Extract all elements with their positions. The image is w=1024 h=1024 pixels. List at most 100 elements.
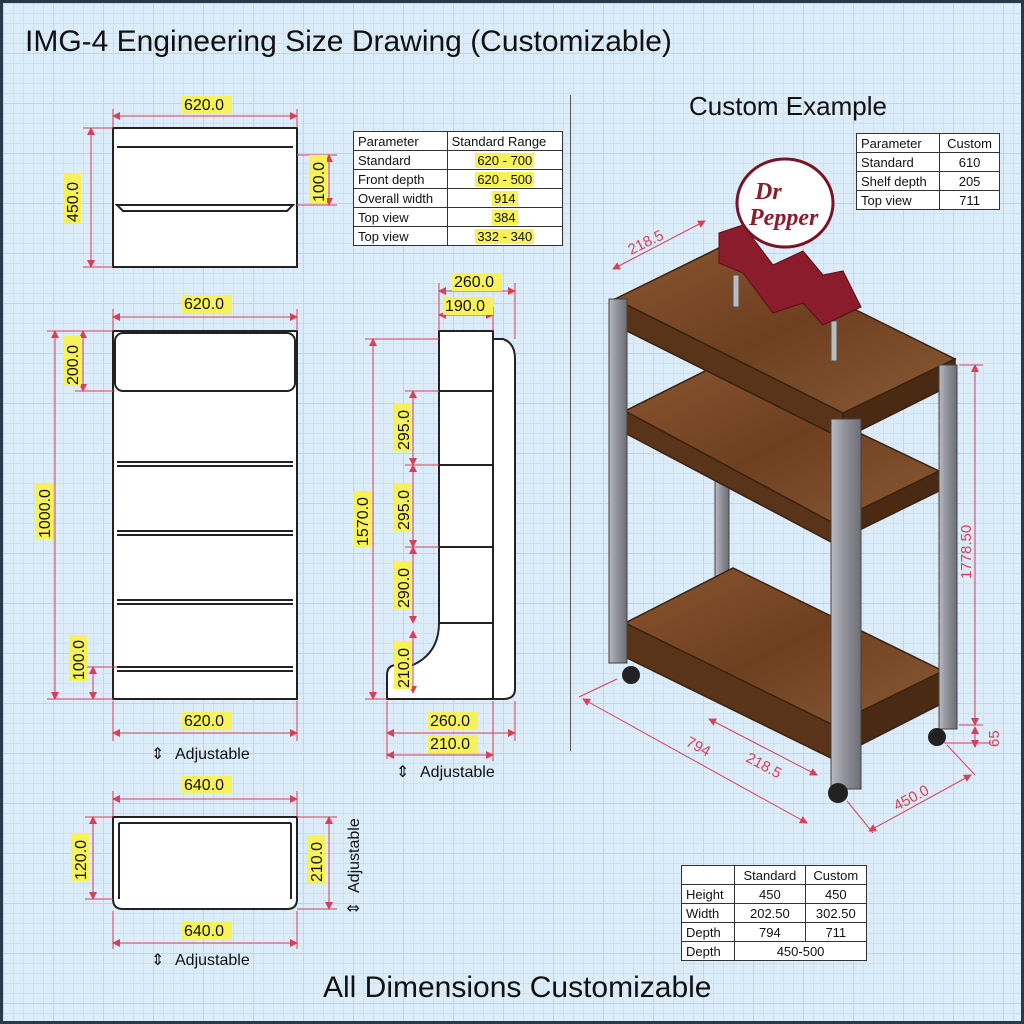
- table-cell: Standard: [353, 150, 448, 170]
- table-header: Standard Range: [446, 131, 564, 151]
- base-bottom-width-label: 640.0: [184, 923, 224, 940]
- table-cell: Depth: [680, 941, 736, 961]
- base-view-dimensions: [85, 791, 337, 949]
- top-view: [112, 127, 298, 268]
- base-view: [112, 816, 298, 910]
- side-view: [386, 330, 516, 700]
- standard-range-table: Parameter Standard Range Standard 620 - …: [353, 131, 564, 246]
- side-s1-label: 295.0: [396, 410, 413, 450]
- side-adjustable-note: ⇕ Adjustable: [396, 764, 495, 781]
- side-bottom-outer-label: 260.0: [430, 713, 470, 730]
- front-header-highlight: [63, 336, 81, 386]
- custom-table: Parameter Custom Standard 610 Shelf dept…: [855, 133, 1000, 210]
- top-width-highlight: [182, 96, 232, 114]
- table-header: Parameter: [855, 133, 941, 153]
- table-cell: 620 - 500: [475, 171, 535, 187]
- table-cell: 610: [939, 152, 1000, 172]
- footer-note: All Dimensions Customizable: [323, 971, 712, 1004]
- iso-front-right-post: [830, 418, 862, 790]
- iso-caster-1: [622, 666, 640, 684]
- table-header: Custom: [804, 865, 868, 885]
- front-top-width-label: 620.0: [184, 296, 224, 313]
- table-cell: 332 - 340: [475, 228, 535, 244]
- up-down-arrow-icon: ⇕: [151, 952, 164, 969]
- base-adjustable-note: ⇕ Adjustable: [151, 952, 250, 969]
- base-right-adjustable-label: Adjustable: [346, 818, 363, 893]
- table-row: Standard 610: [855, 152, 1000, 172]
- iso-back-post: [714, 472, 730, 584]
- front-height-highlight: [35, 483, 53, 539]
- iso-cart: Dr Pepper: [608, 157, 958, 803]
- table-cell: 711: [939, 190, 1000, 210]
- table-row: Parameter Standard Range: [353, 131, 564, 151]
- table-row: Width 202.50 302.50: [680, 903, 868, 923]
- up-down-arrow-icon: ⇕: [151, 746, 164, 763]
- table-row: Overall width 914: [353, 188, 564, 208]
- table-cell: 914: [491, 190, 518, 206]
- side-top-outer-highlight: [452, 273, 502, 291]
- iso-caster-3: [928, 728, 946, 746]
- front-header-panel: [114, 332, 296, 392]
- custom-example-heading: Custom Example: [689, 91, 887, 121]
- iso-width-label: 450.0: [891, 782, 932, 815]
- top-height-highlight: [63, 173, 81, 223]
- side-s2-highlight: [394, 483, 412, 531]
- side-s2-label: 295.0: [396, 490, 413, 530]
- front-bottom-width-highlight: [182, 712, 232, 730]
- sign-logo: [735, 157, 835, 249]
- base-adjustable-label: Adjustable: [175, 952, 250, 969]
- side-view-outline: [386, 330, 516, 700]
- side-bottom-inner-highlight: [428, 735, 478, 753]
- sign-text-pepper: Pepper: [748, 205, 819, 231]
- table-row: Height 450 450: [680, 884, 868, 904]
- top-view-lip: [114, 204, 296, 212]
- side-s3-highlight: [394, 561, 412, 609]
- table-row: Top view 711: [855, 190, 1000, 210]
- table-cell: 384: [491, 209, 518, 225]
- base-bottom-width-highlight: [182, 922, 232, 940]
- table-cell: 202.50: [734, 903, 806, 923]
- table-row: Front depth 620 - 500: [353, 169, 564, 189]
- table-header: [680, 865, 736, 885]
- table-cell: 450: [804, 884, 868, 904]
- side-bottom-inner-label: 210.0: [430, 736, 470, 753]
- comparison-table: Standard Custom Height 450 450 Width 202…: [680, 865, 868, 961]
- table-row: Depth 450-500: [680, 941, 867, 961]
- side-top-inner-label: 190.0: [445, 298, 485, 315]
- top-inner-highlight: [309, 155, 327, 203]
- front-base-label: 100.0: [71, 640, 88, 680]
- iso-dimensions: [578, 220, 991, 834]
- table-cell: 205: [939, 171, 1000, 191]
- table-cell: Front depth: [353, 169, 448, 189]
- front-view-dimensions: [47, 309, 298, 741]
- table-row: Top view 332 - 340: [353, 226, 564, 246]
- side-s4-highlight: [394, 641, 412, 689]
- front-bottom-width-label: 620.0: [184, 713, 224, 730]
- table-cell: 620 - 700: [475, 152, 535, 168]
- table-cell: Overall width: [353, 188, 448, 208]
- base-left-label: 120.0: [73, 840, 90, 880]
- table-cell: Standard: [855, 152, 941, 172]
- table-cell: 450: [734, 884, 806, 904]
- front-adjustable-label: Adjustable: [175, 746, 250, 763]
- table-header: Custom: [939, 133, 1000, 153]
- view-divider: [570, 95, 571, 751]
- iso-height-label: 1778.50: [958, 525, 975, 579]
- front-header-label: 200.0: [65, 345, 82, 385]
- side-bottom-outer-highlight: [428, 712, 478, 730]
- base-right-label: 210.0: [309, 842, 326, 882]
- side-adjustable-label: Adjustable: [420, 764, 495, 781]
- iso-front-left-post: [608, 298, 628, 664]
- table-row: Shelf depth 205: [855, 171, 1000, 191]
- base-top-width-label: 640.0: [184, 777, 224, 794]
- table-cell: 711: [804, 922, 868, 942]
- sign-text-dr: Dr: [754, 179, 782, 205]
- table-cell: Depth: [680, 922, 736, 942]
- iso-caster-label: 65: [986, 730, 1003, 747]
- page-title: IMG-4 Engineering Size Drawing (Customiz…: [25, 25, 672, 58]
- iso-length-label: 794: [683, 734, 713, 761]
- top-height-label: 450.0: [65, 182, 82, 222]
- table-row: Depth 794 711: [680, 922, 868, 942]
- table-row: Standard Custom: [680, 865, 868, 885]
